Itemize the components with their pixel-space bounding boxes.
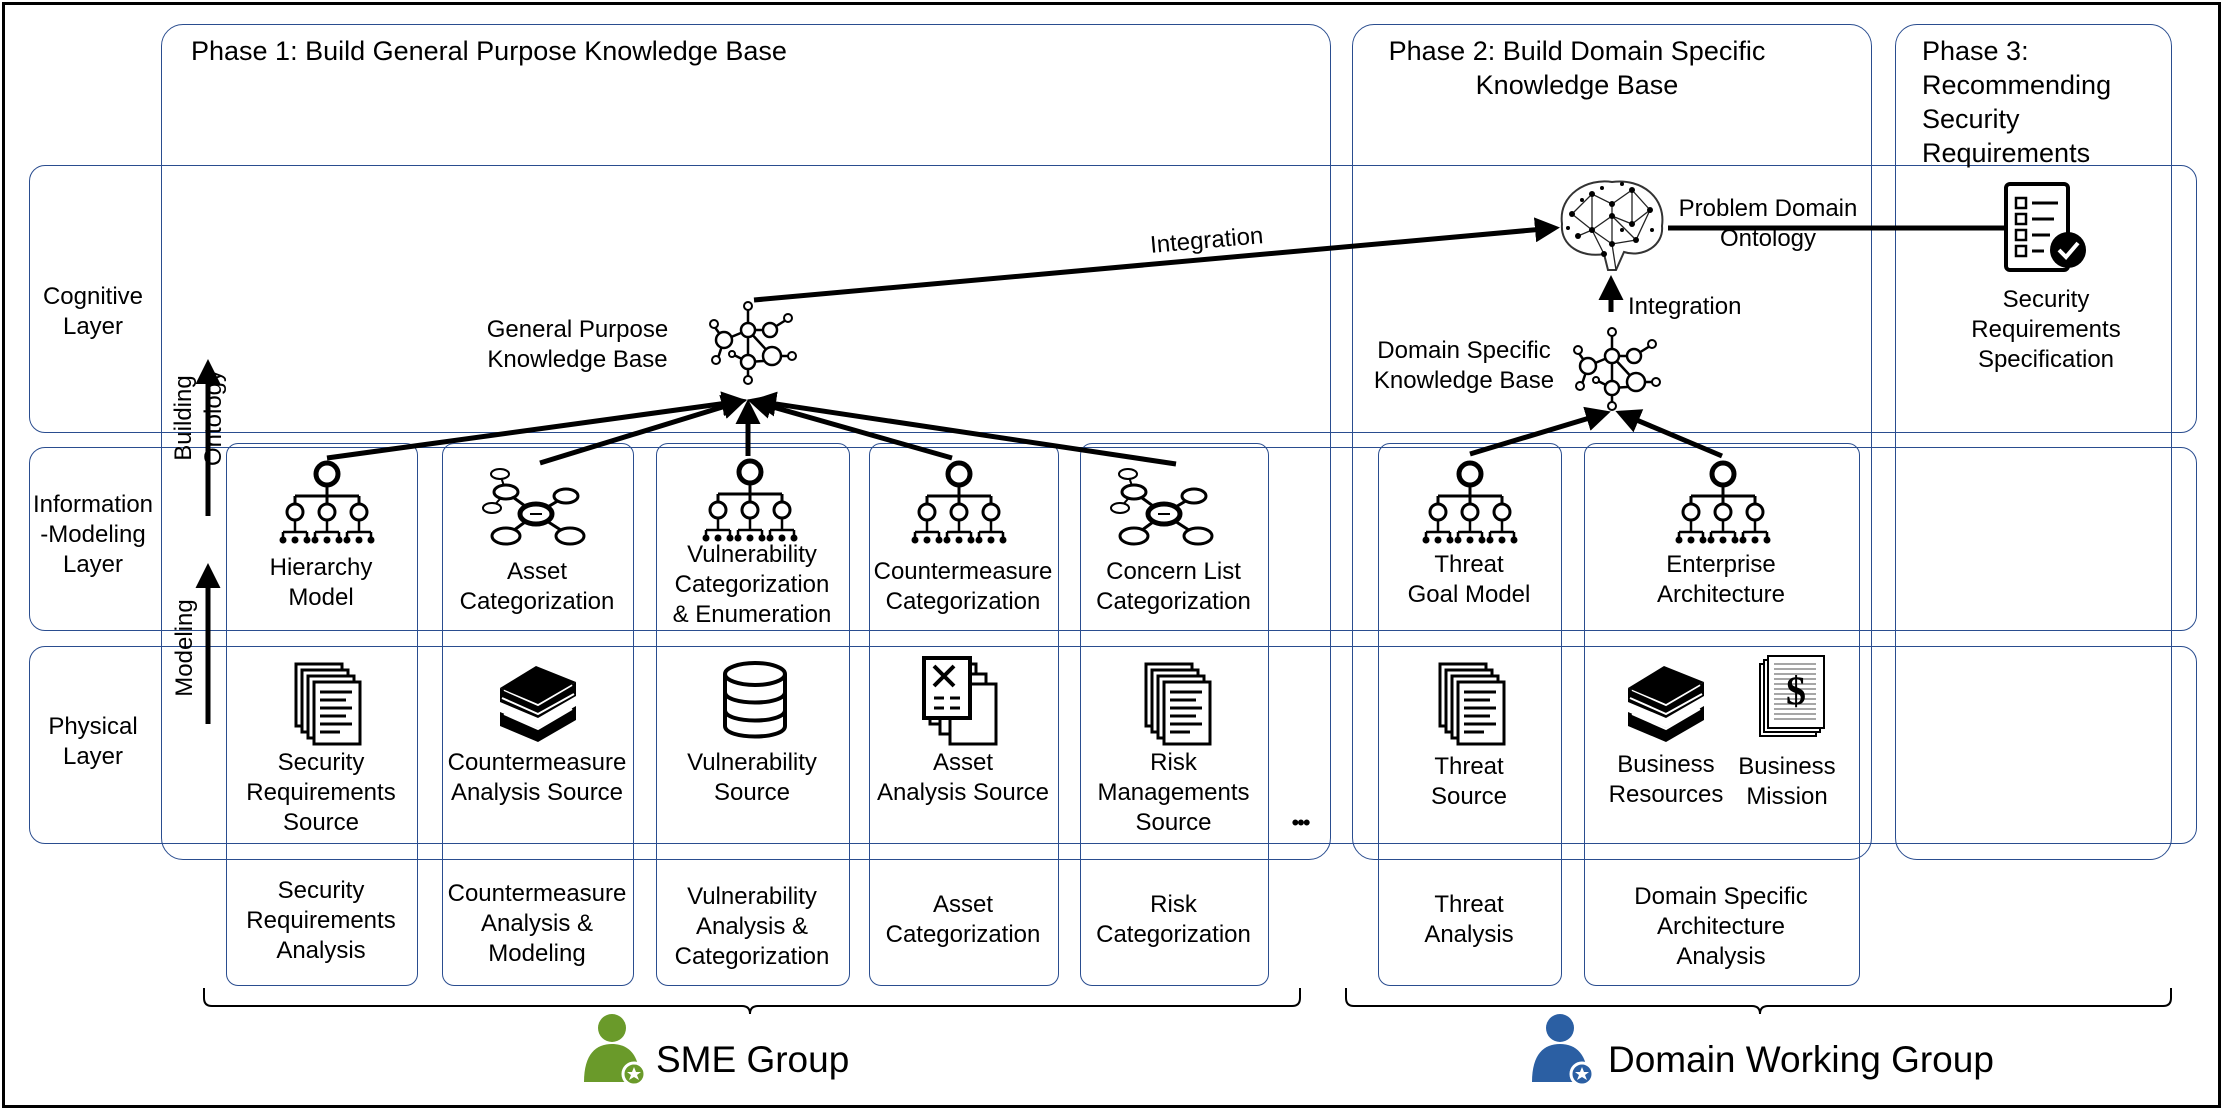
security-requirements-source-label: Security Requirements Source — [246, 749, 396, 836]
phase-2-box — [1352, 24, 1872, 860]
phase-3-title: Phase 3: Recommending Security Requireme… — [1922, 36, 2112, 168]
asset-ovals-icon — [483, 469, 584, 544]
building-ontology-label: Building Ontology — [170, 369, 227, 467]
vulnerability-analysis-categorization-label: Vulnerability Analysis & Categorization — [674, 883, 830, 970]
column-security-requirements — [226, 443, 418, 986]
hierarchy-tree-icon — [280, 463, 375, 544]
concern-ovals-icon — [1111, 469, 1212, 544]
asset-categorization-activity-label: Asset Categorization — [885, 891, 1041, 948]
business-resources-label: Business Resources — [1608, 751, 1724, 808]
svg-text:$: $ — [1786, 668, 1806, 713]
information-layer-label: Information -Modeling Layer — [32, 491, 154, 578]
column-asset — [869, 443, 1059, 986]
spreadsheet-doc-icon — [922, 656, 998, 746]
money-document-icon: $ — [1759, 655, 1825, 737]
column-threat — [1378, 443, 1562, 986]
checklist-icon — [2004, 182, 2086, 272]
security-requirements-analysis-label: Security Requirements Analysis — [246, 877, 396, 964]
enterprise-architecture-label: Enterprise Architecture — [1656, 551, 1786, 608]
more-sources-ellipsis: ••• — [1291, 810, 1310, 835]
database-icon — [723, 661, 787, 739]
countermeasure-analysis-source-label: Countermeasure Analysis Source — [447, 749, 627, 806]
risk-categorization-label: Risk Categorization — [1096, 891, 1251, 948]
user-group-icon — [584, 1014, 647, 1087]
cognitive-layer-band — [29, 165, 2197, 433]
cognitive-layer-label: Cognitive Layer — [42, 283, 144, 340]
concern-list-label: Concern List Categorization — [1096, 558, 1251, 615]
document-stack-icon — [294, 662, 362, 746]
asset-categorization-model-label: Asset Categorization — [459, 558, 615, 615]
hierarchy-tree-icon — [1676, 463, 1771, 544]
physical-layer-band — [29, 646, 2197, 844]
hierarchy-tree-icon — [703, 461, 798, 542]
document-stack-icon — [1438, 662, 1506, 746]
information-layer-band — [29, 447, 2197, 631]
problem-domain-ontology-label: Problem Domain Ontology — [1678, 195, 1858, 252]
sme-group-label: SME Group — [656, 1039, 850, 1080]
threat-analysis-label: Threat Analysis — [1424, 891, 1514, 948]
books-icon — [1627, 665, 1705, 743]
physical-layer-label: Physical Layer — [48, 713, 138, 770]
phase-3-box — [1895, 24, 2172, 860]
business-mission-label: Business Mission — [1738, 753, 1836, 810]
column-countermeasure — [442, 443, 634, 986]
column-vulnerability — [656, 443, 850, 986]
phase-1-box — [161, 24, 1331, 860]
document-stack-icon — [1144, 662, 1212, 746]
column-domain-architecture — [1584, 443, 1860, 986]
vulnerability-source-label: Vulnerability Source — [687, 749, 817, 806]
brain-network-icon — [1560, 180, 1664, 271]
threat-goal-model-label: Threat Goal Model — [1407, 551, 1531, 608]
dskb-label: Domain Specific Knowledge Base — [1373, 337, 1555, 394]
domain-working-group-label: Domain Working Group — [1608, 1039, 1994, 1080]
phase-1-title: Phase 1: Build General Purpose Knowledge… — [191, 36, 787, 66]
hierarchy-tree-icon — [1423, 463, 1518, 544]
phase-2-title: Phase 2: Build Domain Specific Knowledge… — [1388, 36, 1766, 100]
countermeasure-analysis-modeling-label: Countermeasure Analysis & Modeling — [447, 880, 627, 967]
gpkb-label: General Purpose Knowledge Base — [486, 316, 669, 373]
hierarchy-tree-icon — [912, 463, 1007, 544]
network-graph-icon — [1572, 326, 1662, 412]
vulnerability-enumeration-label: Vulnerability Categorization & Enumerati… — [672, 541, 832, 628]
hierarchy-model-label: Hierarchy Model — [269, 554, 373, 611]
countermeasure-categorization-label: Countermeasure Categorization — [873, 558, 1053, 615]
integration-right-label: Integration — [1628, 293, 1742, 320]
user-group-icon — [1532, 1014, 1595, 1087]
books-icon — [499, 665, 577, 743]
modeling-label: Modeling — [171, 599, 198, 697]
risk-managements-source-label: Risk Managements Source — [1097, 749, 1250, 836]
threat-source-label: Threat Source — [1430, 753, 1508, 810]
asset-analysis-source-label: Asset Analysis Source — [876, 749, 1050, 806]
domain-architecture-analysis-label: Domain Specific Architecture Analysis — [1634, 883, 1808, 970]
network-graph-icon — [708, 300, 798, 386]
srs-label: Security Requirements Specification — [1971, 286, 2121, 373]
column-risk — [1080, 443, 1269, 986]
